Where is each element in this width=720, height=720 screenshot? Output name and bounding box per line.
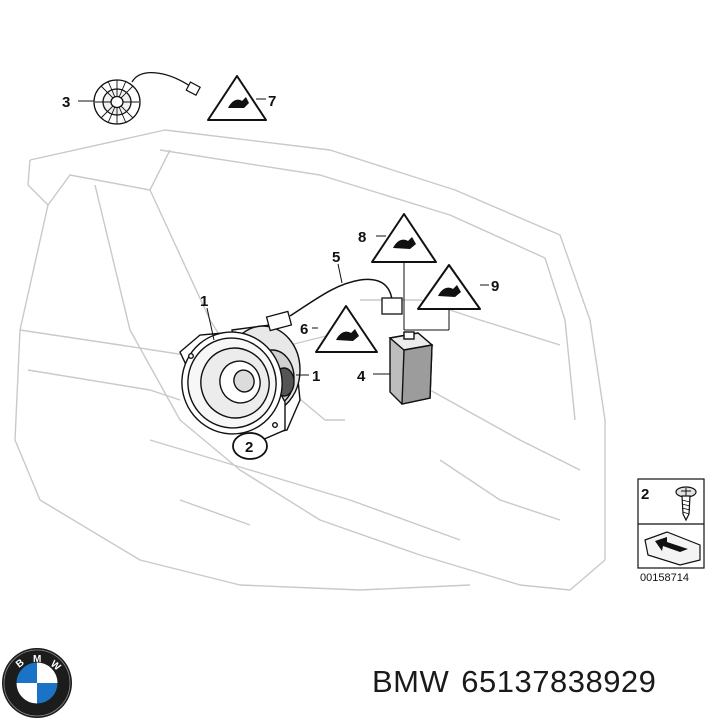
- speaker-cable: [289, 278, 393, 317]
- legend-number: 2: [641, 486, 649, 503]
- leader-lines: [78, 98, 489, 438]
- callout-6: 6: [300, 321, 308, 338]
- diagram-reference-code: 00158714: [640, 572, 689, 584]
- callout-2: 2: [245, 439, 253, 456]
- warning-triangle-7: [207, 75, 267, 121]
- callout-1-side: 1: [312, 368, 320, 385]
- tweeter-cable: [131, 71, 191, 87]
- brand-name: BMW: [372, 664, 450, 699]
- audio-module: [388, 331, 434, 405]
- callout-3: 3: [62, 94, 70, 111]
- warning-triangle-8: [371, 213, 437, 263]
- part-number: 65137838929: [461, 664, 657, 699]
- speaker-plug: [265, 310, 293, 332]
- callout-7: 7: [268, 93, 276, 110]
- cable-plug: [381, 297, 403, 315]
- brand-part-label: BMW 65137838929: [372, 664, 668, 700]
- bmw-logo-letter-m: M: [33, 654, 41, 665]
- bmw-logo: B M W: [2, 648, 72, 718]
- tweeter-speaker: [93, 79, 141, 125]
- door-panel-outline: [14, 129, 606, 591]
- screw-icon: [675, 486, 697, 522]
- orientation-arrow-icon: [644, 531, 701, 566]
- callout-8: 8: [358, 229, 366, 246]
- tweeter-connector: [185, 81, 201, 97]
- callout-1-top: 1: [200, 293, 208, 310]
- warning-triangle-6: [315, 305, 378, 353]
- callout-4: 4: [357, 368, 366, 385]
- callout-2-circle: [232, 432, 268, 460]
- screw-legend: 2: [637, 478, 705, 569]
- callout-9: 9: [491, 278, 499, 295]
- callout-5: 5: [332, 249, 340, 266]
- warning-triangle-9: [417, 264, 481, 310]
- main-speaker: [179, 324, 301, 441]
